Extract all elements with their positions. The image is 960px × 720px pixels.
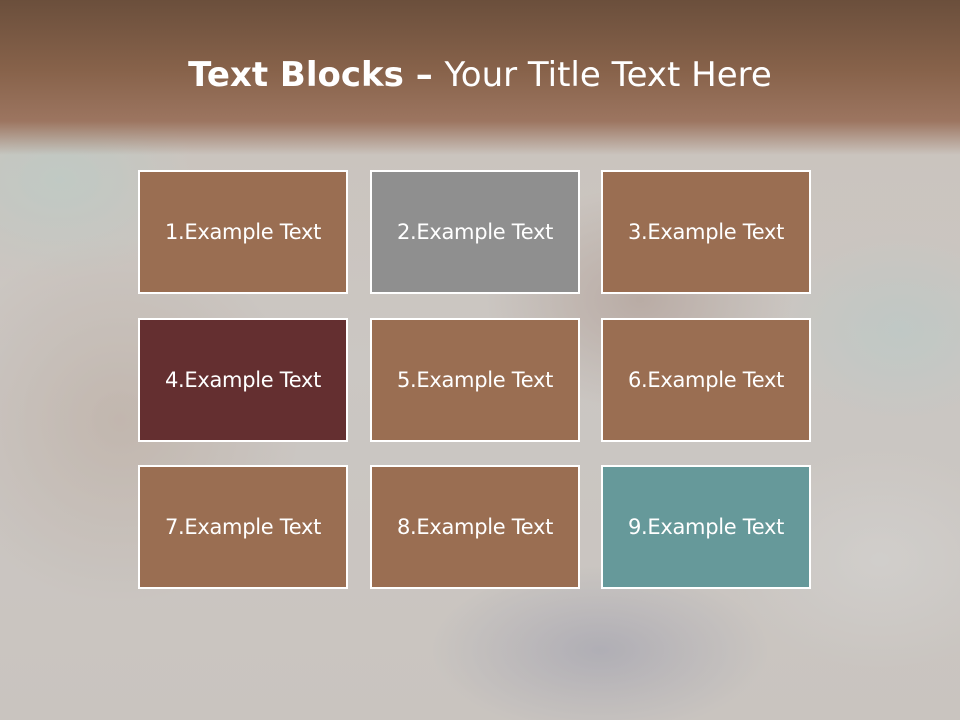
text-block-2[interactable]: 2.Example Text	[370, 170, 580, 294]
slide-title: Text Blocks – Your Title Text Here	[0, 52, 960, 98]
text-block-9[interactable]: 9.Example Text	[601, 465, 811, 589]
text-block-1[interactable]: 1.Example Text	[138, 170, 348, 294]
text-block-4[interactable]: 4.Example Text	[138, 318, 348, 442]
text-block-3[interactable]: 3.Example Text	[601, 170, 811, 294]
title-band	[0, 0, 960, 155]
text-block-5[interactable]: 5.Example Text	[370, 318, 580, 442]
text-block-6[interactable]: 6.Example Text	[601, 318, 811, 442]
title-rest-text: Your Title Text Here	[444, 55, 772, 95]
title-bold-text: Text Blocks	[188, 55, 404, 95]
text-block-7[interactable]: 7.Example Text	[138, 465, 348, 589]
title-separator: –	[403, 55, 445, 95]
text-block-8[interactable]: 8.Example Text	[370, 465, 580, 589]
